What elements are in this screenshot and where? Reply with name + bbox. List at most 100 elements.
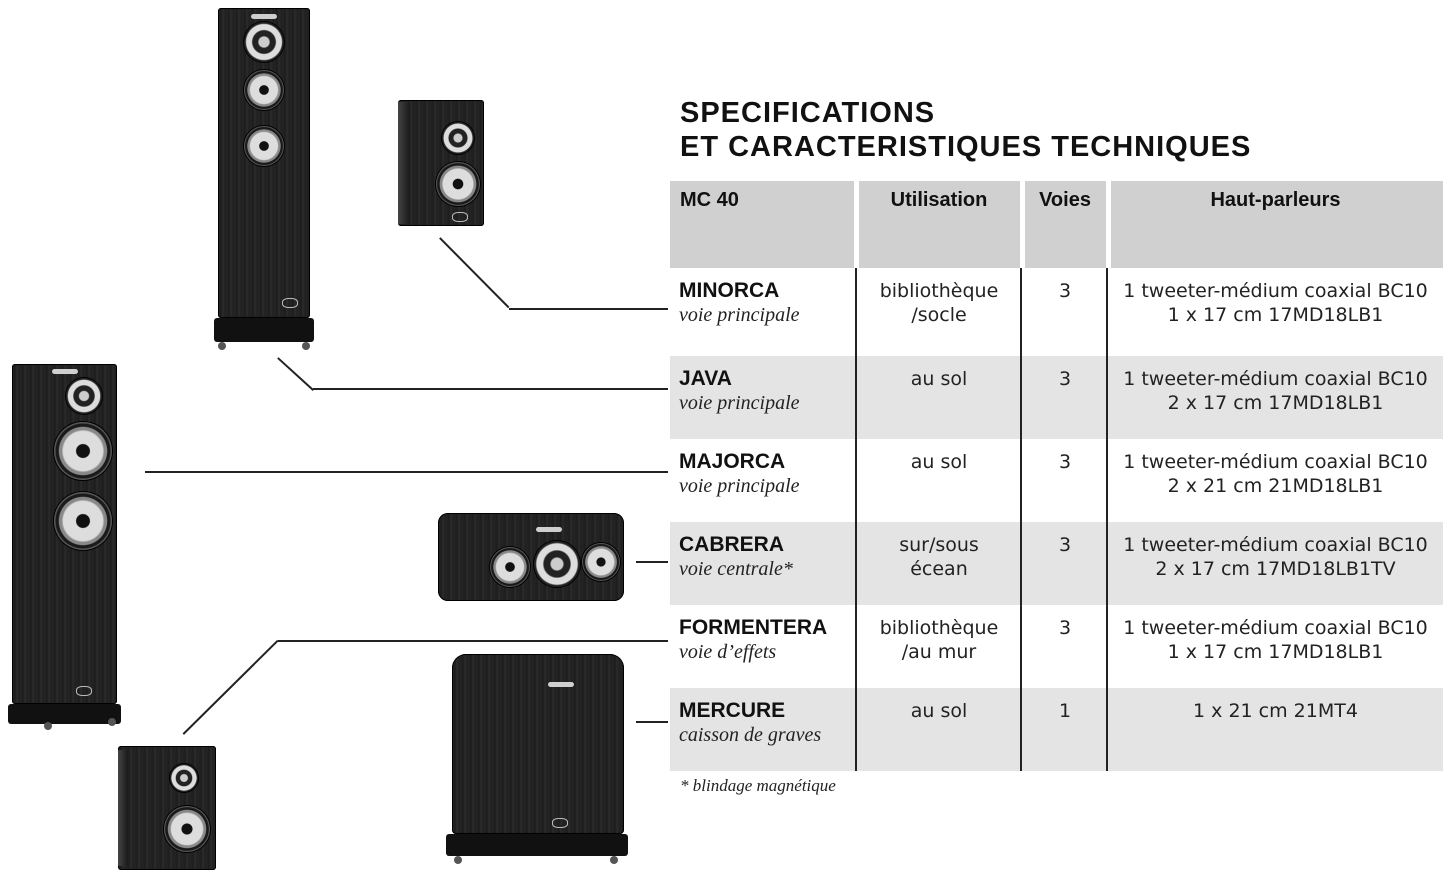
driver-line: 2 x 21 cm 21MD18LB1 (1167, 475, 1384, 497)
brand-badge (251, 14, 277, 19)
logo-icon (282, 298, 298, 308)
speaker-base (446, 834, 628, 856)
tweeter-icon (534, 541, 580, 587)
header-separator (1020, 181, 1025, 268)
driver-line: 1 tweeter-médium coaxial BC10 (1123, 280, 1428, 302)
logo-icon (552, 818, 568, 828)
logo-icon (452, 212, 468, 222)
table-row: JAVA voie principale au sol 3 1 tweeter-… (670, 356, 1443, 439)
model-role: voie principale (679, 392, 800, 414)
column-divider (1106, 268, 1108, 771)
header-separator (1106, 181, 1111, 268)
header-drivers: Haut-parleurs (1210, 189, 1341, 211)
speaker-cabinet (118, 746, 216, 870)
driver-line: 1 tweeter-médium coaxial BC10 (1123, 368, 1428, 390)
minorca-speaker-image (398, 100, 486, 228)
formentera-speaker-image (118, 746, 218, 872)
speaker-foot (302, 342, 310, 350)
ways-cell: 3 (1058, 617, 1072, 639)
table-row: MINORCA voie principale bibliothèque /so… (670, 268, 1443, 356)
model-cell: MAJORCA voie principale (670, 439, 856, 522)
model-role: voie principale (679, 304, 800, 326)
woofer-icon (490, 547, 530, 587)
usage-line: bibliothèque (879, 280, 999, 302)
brand-badge (548, 682, 574, 687)
title-line-1: SPECIFICATIONS (680, 97, 936, 129)
table-row: CABRERA voie centrale* sur/sous écean 3 … (670, 522, 1443, 605)
brand-badge (536, 527, 562, 532)
model-role: voie d’effets (679, 641, 777, 663)
title-line-2: ET CARACTERISTIQUES TECHNIQUES (680, 131, 1252, 163)
woofer-icon (54, 422, 112, 480)
usage-line: /socle (911, 304, 967, 326)
speaker-foot (610, 856, 618, 864)
table-row: FORMENTERA voie d’effets bibliothèque /a… (670, 605, 1443, 688)
leader-line (182, 640, 279, 735)
leader-line (636, 561, 668, 563)
logo-icon (76, 686, 92, 696)
tweeter-icon (244, 22, 284, 62)
usage-cell: bibliothèque /au mur (856, 605, 1022, 688)
leader-line (145, 471, 668, 473)
speaker-cabinet (398, 100, 484, 226)
speaker-base (214, 318, 314, 342)
model-cell: JAVA voie principale (670, 356, 856, 439)
speaker-foot (44, 722, 52, 730)
usage-cell: bibliothèque /socle (856, 268, 1022, 356)
header-ways: Voies (1039, 189, 1091, 211)
driver-line: 2 x 17 cm 17MD18LB1 (1167, 392, 1384, 414)
model-name: CABRERA (679, 533, 784, 556)
mercure-speaker-image (446, 654, 628, 870)
model-name: FORMENTERA (679, 616, 828, 639)
driver-line: 1 x 21 cm 21MT4 (1193, 700, 1358, 722)
ways-cell: 3 (1058, 451, 1072, 473)
driver-line: 1 tweeter-médium coaxial BC10 (1123, 617, 1428, 639)
tweeter-icon (66, 378, 102, 414)
usage-cell: au sol (856, 356, 1022, 439)
driver-line: 1 x 17 cm 17MD18LB1 (1167, 304, 1384, 326)
leader-line (278, 640, 668, 642)
speaker-cabinet (452, 654, 624, 834)
drivers-cell: 1 tweeter-médium coaxial BC10 2 x 17 cm … (1108, 356, 1443, 439)
footnote: * blindage magnétique (680, 776, 836, 795)
page-title: SPECIFICATIONS ET CARACTERISTIQUES TECHN… (680, 96, 1251, 164)
woofer-icon (582, 543, 620, 581)
usage-line: sur/sous (899, 534, 979, 556)
usage-line: bibliothèque (879, 617, 999, 639)
usage-line: écean (910, 558, 968, 580)
model-cell: MINORCA voie principale (670, 268, 856, 356)
woofer-icon (54, 492, 112, 550)
cabrera-speaker-image (438, 505, 626, 605)
drivers-cell: 1 x 21 cm 21MT4 (1108, 688, 1443, 771)
java-speaker-image (212, 8, 318, 352)
ways-cell: 3 (1058, 534, 1072, 556)
woofer-icon (436, 162, 480, 206)
tweeter-icon (442, 122, 474, 154)
woofer-icon (244, 126, 284, 166)
leader-line (509, 308, 668, 310)
drivers-cell: 1 tweeter-médium coaxial BC10 1 x 17 cm … (1108, 268, 1443, 356)
speaker-side (118, 750, 128, 866)
speaker-side (398, 102, 410, 224)
leader-line (439, 237, 510, 308)
ways-cell: 3 (1058, 280, 1072, 302)
ways-cell: 3 (1058, 368, 1072, 390)
usage-line: au sol (910, 451, 968, 473)
ways-cell: 1 (1058, 700, 1072, 722)
usage-cell: au sol (856, 439, 1022, 522)
table-row: MERCURE caisson de graves au sol 1 1 x 2… (670, 688, 1443, 771)
usage-line: au sol (910, 700, 968, 722)
woofer-icon (244, 70, 284, 110)
model-name: JAVA (679, 367, 732, 390)
usage-line: /au mur (901, 641, 977, 663)
usage-line: au sol (910, 368, 968, 390)
speaker-foot (108, 718, 116, 726)
driver-line: 1 tweeter-médium coaxial BC10 (1123, 534, 1428, 556)
column-divider (1020, 268, 1022, 771)
drivers-cell: 1 tweeter-médium coaxial BC10 2 x 21 cm … (1108, 439, 1443, 522)
drivers-cell: 1 tweeter-médium coaxial BC10 2 x 17 cm … (1108, 522, 1443, 605)
tweeter-icon (170, 764, 198, 792)
driver-line: 1 tweeter-médium coaxial BC10 (1123, 451, 1428, 473)
header-separator (854, 181, 859, 268)
speaker-foot (218, 342, 226, 350)
